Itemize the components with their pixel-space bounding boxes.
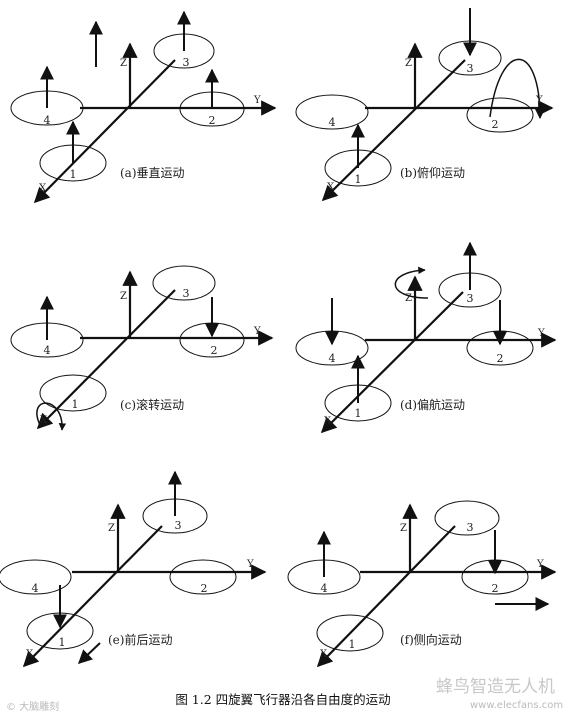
axis-label-x: X	[320, 649, 328, 660]
axis-label-y: Y	[536, 559, 544, 570]
rotor-label-2: 2	[497, 352, 504, 365]
rotor-label-3: 3	[183, 287, 190, 300]
rotor-label-4: 4	[321, 582, 328, 595]
rotor-label-3: 3	[175, 519, 182, 532]
rotor-label-1: 1	[355, 173, 362, 186]
axis-label-z: Z	[405, 293, 412, 304]
rotor-label-3: 3	[467, 292, 474, 305]
axis-label-x: X	[26, 649, 34, 660]
rotor-label-1: 1	[59, 636, 66, 649]
rotor-label-4: 4	[44, 114, 51, 127]
rotor-label-1: 1	[72, 398, 79, 411]
rotor-label-1: 1	[355, 407, 362, 420]
figure-caption: 图 1.2 四旋翼飞行器沿各自由度的运动	[175, 692, 390, 707]
rotor-label-3: 3	[183, 56, 190, 69]
rotor-label-3: 3	[467, 521, 474, 534]
caption-c: (c)滚转运动	[120, 397, 184, 412]
rotor-label-2: 2	[211, 344, 218, 357]
axis-label-z: Z	[400, 523, 407, 534]
rotor-label-2: 2	[492, 118, 499, 131]
axis-label-z: Z	[405, 58, 412, 69]
axis-label-z: Z	[120, 58, 127, 69]
rotor-label-4: 4	[329, 352, 336, 365]
panel-d	[295, 241, 557, 434]
panel-c	[10, 265, 274, 431]
rotor-label-3: 3	[467, 62, 474, 75]
watermark-url: www.elecfans.com	[470, 700, 563, 711]
watermark-left: © 大脑雕刻	[6, 700, 59, 713]
rotor-label-2: 2	[209, 114, 216, 127]
axis-label-x: X	[324, 416, 332, 427]
axis-label-y: Y	[253, 326, 261, 337]
caption-e: (e)前后运动	[108, 632, 172, 647]
axis-label-x: X	[40, 415, 48, 426]
axis-label-y: Y	[537, 328, 545, 339]
axis-label-x: X	[39, 183, 47, 194]
axis-label-x: X	[327, 182, 335, 193]
caption-d: (d)偏航运动	[400, 397, 465, 412]
rotor-label-2: 2	[201, 582, 208, 595]
panel-a	[10, 10, 277, 204]
axis-label-z: Z	[120, 291, 127, 302]
caption-a: (a)垂直运动	[120, 166, 185, 180]
rotor-label-1: 1	[349, 638, 356, 651]
caption-f: (f)侧向运动	[400, 632, 462, 647]
rotor-label-4: 4	[32, 582, 39, 595]
axis-label-y: Y	[246, 559, 254, 570]
rotor-label-4: 4	[44, 344, 51, 357]
panel-f	[287, 500, 557, 668]
caption-b: (b)俯仰运动	[400, 165, 465, 180]
rotor-label-4: 4	[329, 116, 336, 129]
axis-label-y: Y	[253, 95, 261, 106]
panel-e	[0, 470, 267, 668]
panel-b	[295, 8, 554, 202]
rotor-label-1: 1	[70, 168, 77, 181]
rotor-label-2: 2	[492, 582, 499, 595]
watermark-right: 蜂鸟智造无人机	[436, 677, 555, 697]
axis-label-y: Y	[535, 95, 543, 106]
axis-label-z: Z	[108, 523, 115, 534]
